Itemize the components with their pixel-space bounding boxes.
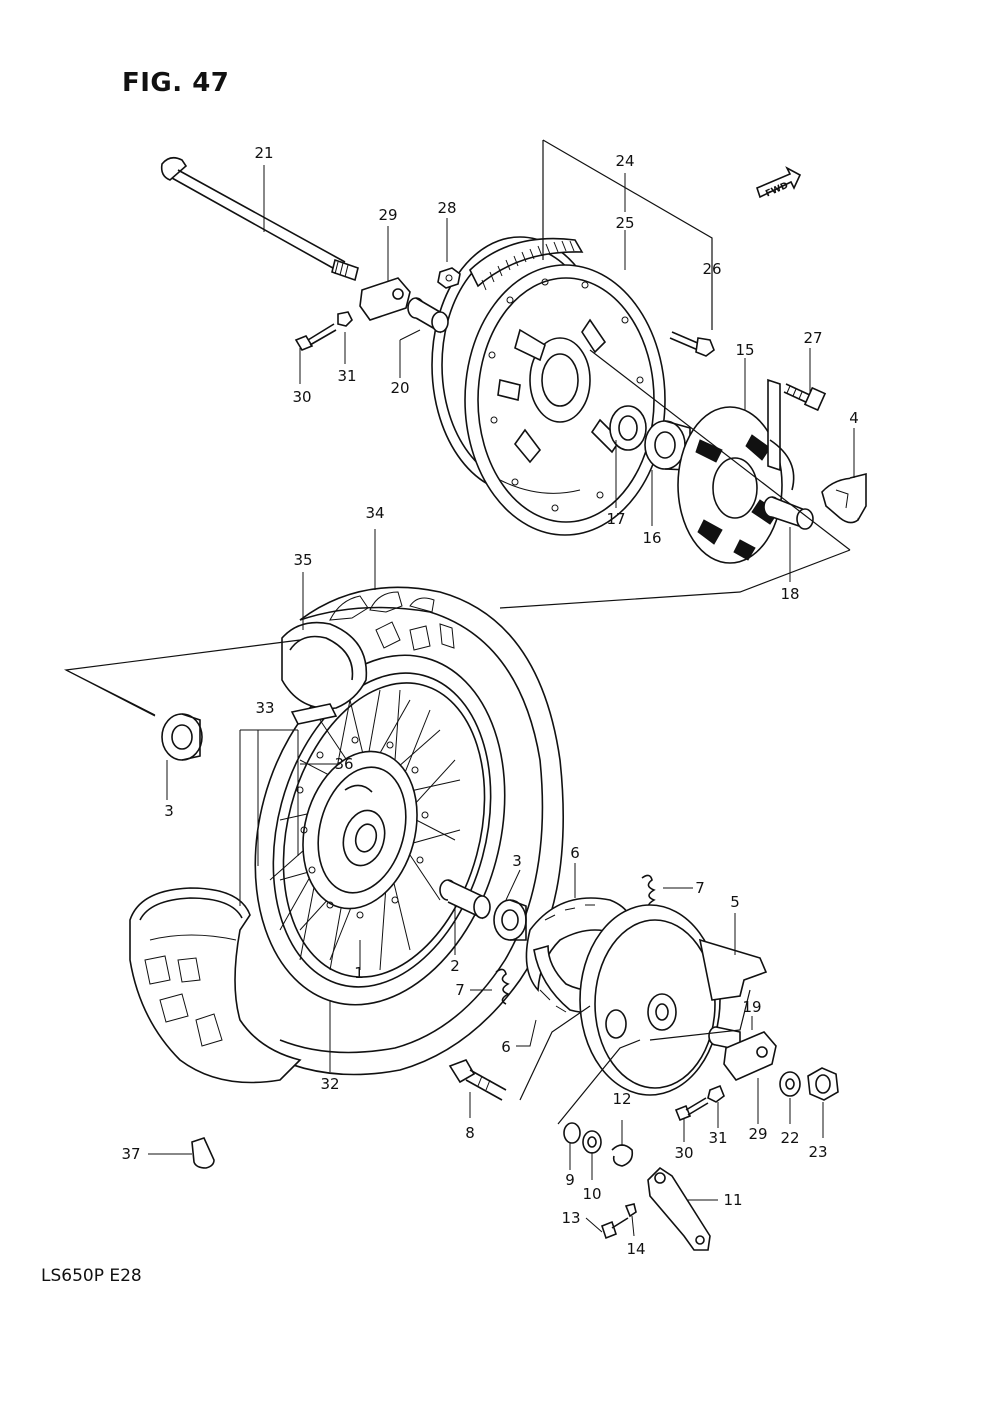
bolt-13-part bbox=[601, 1217, 629, 1240]
callout-labels: 21 29 28 24 25 26 27 15 4 30 31 20 17 16… bbox=[121, 144, 858, 1258]
brake-panel-5-part bbox=[579, 904, 768, 1096]
spacer-19-part bbox=[708, 1026, 741, 1051]
bolt-27-part bbox=[783, 383, 827, 412]
callout-35: 35 bbox=[293, 551, 312, 569]
hub-1-part bbox=[296, 736, 429, 919]
callout-30-lower: 30 bbox=[674, 1144, 693, 1162]
sprocket-drum-assembly bbox=[431, 236, 666, 536]
callout-25: 25 bbox=[615, 214, 634, 232]
washer-22-part bbox=[779, 1071, 801, 1097]
callout-9: 9 bbox=[565, 1171, 575, 1189]
nut-28-part bbox=[437, 267, 461, 289]
o-ring-9-part bbox=[563, 1122, 581, 1144]
callout-37: 37 bbox=[121, 1145, 140, 1163]
callout-31-upper: 31 bbox=[337, 367, 356, 385]
spring-7-lower-part bbox=[495, 968, 510, 1005]
nut-31-lower-part bbox=[707, 1084, 725, 1103]
spacer-2-part bbox=[439, 879, 491, 920]
callout-4: 4 bbox=[849, 409, 859, 427]
callout-23: 23 bbox=[808, 1143, 827, 1161]
callout-5: 5 bbox=[730, 893, 740, 911]
callout-14: 14 bbox=[626, 1240, 645, 1258]
rim-band-35-part bbox=[281, 621, 368, 725]
callout-15: 15 bbox=[735, 341, 754, 359]
nut-14-part bbox=[624, 1203, 637, 1218]
bolt-30-lower-part bbox=[674, 1097, 709, 1122]
callout-16: 16 bbox=[642, 529, 661, 547]
bolt-30-upper-part bbox=[294, 323, 337, 351]
washer-10-part bbox=[582, 1130, 602, 1154]
callout-28: 28 bbox=[437, 199, 456, 217]
callout-13: 13 bbox=[561, 1209, 580, 1227]
chain-adjuster-29-lower-part bbox=[723, 1031, 777, 1081]
valve-cap-37-part bbox=[191, 1137, 215, 1169]
damper-4-part bbox=[821, 472, 867, 524]
callout-2: 2 bbox=[450, 957, 460, 975]
nut-31-upper-part bbox=[337, 311, 353, 327]
callout-21: 21 bbox=[254, 144, 273, 162]
leader-lines bbox=[148, 165, 855, 1237]
sprocket-mounting-drum-part bbox=[677, 378, 795, 564]
spring-7-upper-part bbox=[641, 874, 656, 911]
callout-30-upper: 30 bbox=[292, 388, 311, 406]
bearing-17-part bbox=[609, 405, 647, 451]
callout-22: 22 bbox=[780, 1129, 799, 1147]
callout-3-right: 3 bbox=[512, 852, 522, 870]
callout-6-upper: 6 bbox=[570, 844, 580, 862]
wear-indicator-12-part bbox=[611, 1144, 634, 1167]
callout-27: 27 bbox=[803, 329, 822, 347]
callout-31-lower: 31 bbox=[708, 1129, 727, 1147]
bearing-3-right-part bbox=[493, 899, 527, 941]
brake-cam-lever-11-part bbox=[647, 1166, 711, 1251]
callout-17: 17 bbox=[606, 510, 625, 528]
tire-cutaway-lower-part bbox=[129, 887, 302, 1084]
callout-12: 12 bbox=[612, 1090, 631, 1108]
axle-nut-23-part bbox=[807, 1067, 839, 1101]
fwd-arrow-icon: FWD bbox=[756, 166, 802, 199]
callout-24: 24 bbox=[615, 152, 634, 170]
callout-8: 8 bbox=[465, 1124, 475, 1142]
chain-adjuster-29-upper-part bbox=[359, 277, 411, 321]
callout-10: 10 bbox=[582, 1185, 601, 1203]
callout-7-lower: 7 bbox=[455, 981, 465, 999]
bolt-26-part bbox=[669, 331, 715, 357]
callout-11: 11 bbox=[723, 1191, 742, 1209]
callout-3-left: 3 bbox=[164, 802, 174, 820]
callout-7-upper: 7 bbox=[695, 879, 705, 897]
callout-29-upper: 29 bbox=[378, 206, 397, 224]
figure-title: FIG. 47 bbox=[122, 68, 230, 98]
model-code: LS650P E28 bbox=[41, 1266, 142, 1286]
callout-33: 33 bbox=[255, 699, 274, 717]
callout-29-lower: 29 bbox=[748, 1125, 767, 1143]
callout-18: 18 bbox=[780, 585, 799, 603]
callout-32: 32 bbox=[320, 1075, 339, 1093]
callout-20: 20 bbox=[390, 379, 409, 397]
callout-34: 34 bbox=[365, 504, 384, 522]
callout-6-lower: 6 bbox=[501, 1038, 511, 1056]
callout-36: 36 bbox=[334, 755, 353, 773]
bearing-3-left-part bbox=[161, 713, 203, 761]
rear-axle-part bbox=[160, 156, 359, 282]
callout-19: 19 bbox=[742, 998, 761, 1016]
spacer-18-part bbox=[763, 496, 814, 530]
brake-camshaft-8-part bbox=[448, 1059, 507, 1101]
callout-1: 1 bbox=[354, 964, 364, 982]
spacer-20-part bbox=[407, 297, 449, 334]
callout-26: 26 bbox=[702, 260, 721, 278]
